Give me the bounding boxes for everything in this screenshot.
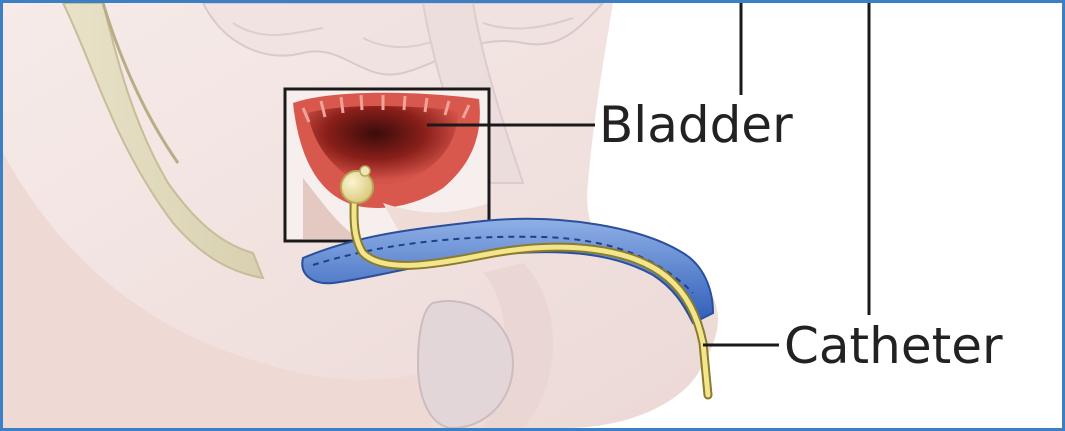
bladder-label: Bladder	[599, 100, 793, 150]
bladder-inset	[285, 89, 489, 241]
catheter-label: Catheter	[784, 321, 1003, 371]
